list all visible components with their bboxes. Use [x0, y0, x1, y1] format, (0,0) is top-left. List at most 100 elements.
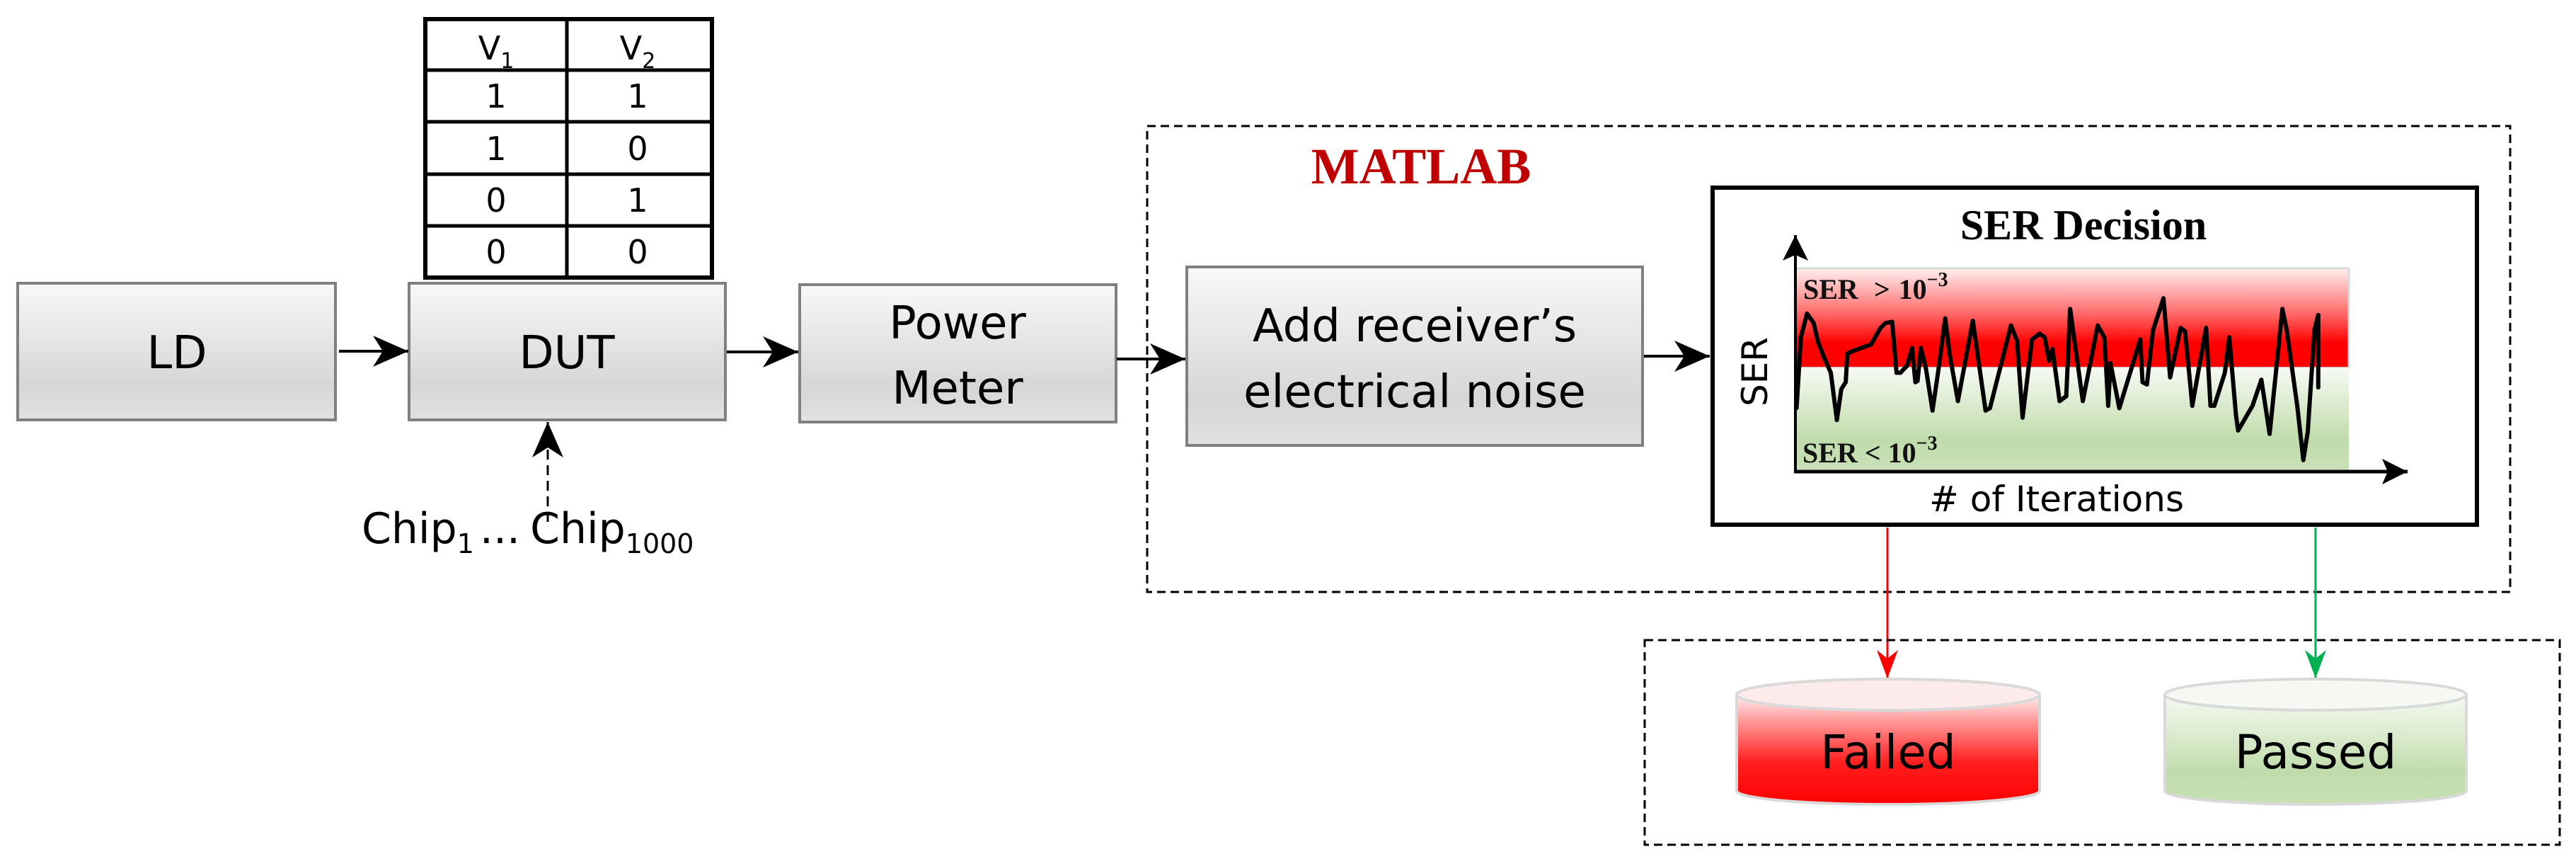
ser-trace-point [2183, 329, 2187, 334]
failed-cylinder-body[interactable] [1735, 695, 2041, 806]
ser-trace-point [1883, 321, 1888, 326]
ser-trace-point [2057, 399, 2062, 404]
passed-cylinder-top [2163, 678, 2468, 712]
ser-trace-point [2015, 338, 2020, 343]
ser-trace-point [2190, 404, 2195, 408]
ser-trace-point [1904, 363, 1909, 368]
noise-box[interactable] [1185, 266, 1644, 447]
passed-label: Passed [2235, 725, 2397, 780]
ser-trace-point [1890, 319, 1894, 324]
table-cell: 0 [485, 181, 506, 220]
dut-label: DUT [519, 327, 615, 380]
ser-decision-panel[interactable]: SER Decision SER>10−3 SER<10−3 SER # of … [1710, 186, 2479, 527]
ser-trace-point [2168, 375, 2173, 380]
ser-trace-point [2106, 404, 2110, 408]
chip-range-label: Chip1...Chip1000 [362, 504, 694, 559]
noise-block[interactable]: Add receiver’s electrical noise [1185, 266, 1644, 447]
ser-trace-point [2222, 370, 2227, 375]
ser-trace-point [1915, 379, 1920, 383]
x-axis-label: # of Iterations [1929, 479, 2184, 520]
ld-label: LD [147, 327, 207, 380]
failed-cylinder-top [1735, 678, 2041, 712]
ser-trace-point [1894, 370, 1899, 375]
ser-trace-point [2050, 346, 2055, 351]
ser-trace-point [1845, 351, 1850, 356]
ser-trace-point [1821, 354, 1826, 359]
ser-trace-point [2064, 394, 2069, 399]
failed-bin[interactable]: Failed [1735, 678, 2041, 806]
ser-lower-band [1795, 368, 2349, 469]
table-header-v1: V1 [478, 29, 514, 74]
ser-trace-point [2204, 326, 2209, 331]
ser-trace-point [2284, 328, 2289, 333]
ser-trace-point [2151, 328, 2156, 333]
ser-trace-point [1844, 380, 1848, 384]
failed-label: Failed [1820, 725, 1956, 780]
ser-trace-point [2301, 457, 2306, 462]
ser-trace-point [2161, 296, 2166, 301]
power-meter-block[interactable]: Power Meter [798, 283, 1117, 423]
power-meter-label-line1: Power [889, 297, 1026, 350]
ser-trace-point [2267, 431, 2272, 436]
ser-trace-point [2030, 337, 2035, 342]
ser-trace-point [1936, 370, 1940, 375]
ld-box[interactable] [16, 282, 337, 421]
ser-trace-point [2233, 413, 2238, 418]
ser-trace-point [2042, 335, 2047, 340]
ser-trace-point [2081, 399, 2086, 404]
ser-trace-point [2037, 331, 2042, 336]
ser-upper-band-label: SER>10−3 [1803, 269, 1948, 305]
ser-trace-point [2144, 382, 2149, 387]
table-header-v2: V2 [620, 29, 656, 74]
ser-trace-point [1829, 370, 1833, 375]
y-axis-label: SER [1735, 337, 1776, 406]
ser-trace-point [1816, 339, 1820, 344]
ser-trace-point [2068, 307, 2073, 312]
ser-trace-point [1983, 408, 1988, 413]
ser-trace-point [2250, 404, 2255, 408]
ser-trace-point [2117, 406, 2122, 411]
ser-trace-point [2316, 312, 2321, 317]
ser-trace-point [2140, 380, 2145, 384]
ser-trace-point [2306, 429, 2310, 434]
ser-trace-point [1798, 335, 1803, 340]
ser-lower-band-label: SER<10−3 [1802, 433, 1938, 469]
table-cell: 1 [627, 77, 648, 115]
ser-trace-point [1898, 370, 1903, 375]
ser-trace-point [2008, 323, 2013, 328]
table-cell: 1 [485, 130, 506, 168]
ser-trace-point [2102, 335, 2107, 340]
ser-trace-point [2227, 335, 2232, 340]
ser-trace-point [1947, 351, 1952, 356]
ser-trace-point [1805, 311, 1810, 316]
output-group-border [1643, 639, 2561, 846]
ser-trace-point [2236, 428, 2241, 433]
dut-block[interactable]: DUT [408, 282, 727, 421]
ser-trace-point [2316, 385, 2321, 390]
ser-trace-point [1878, 326, 1883, 331]
noise-label-line1: Add receiver’s [1253, 300, 1577, 353]
passed-cylinder-body[interactable] [2163, 695, 2468, 806]
truth-table: V1 V2 1 1 1 0 0 1 0 0 [423, 17, 714, 280]
ld-block[interactable]: LD [16, 282, 337, 421]
passed-bin[interactable]: Passed [2163, 678, 2468, 806]
ser-trace-point [2295, 404, 2300, 408]
ser-trace-point [2095, 323, 2100, 328]
ser-trace-point [1909, 346, 1914, 351]
ser-trace-point [1839, 387, 1844, 392]
power-meter-label-line2: Meter [892, 363, 1023, 415]
ser-trace-point [2178, 326, 2183, 331]
table-cell: 1 [485, 77, 506, 115]
ser-trace-point [1869, 342, 1873, 347]
ser-trace-point [2020, 415, 2025, 420]
table-cell: 0 [627, 130, 648, 168]
ser-trace-point [2047, 358, 2052, 363]
dut-box[interactable] [408, 282, 727, 421]
ser-trace-line [1794, 296, 2321, 462]
ser-trace-point [1955, 399, 1960, 404]
ser-trace-point [2138, 337, 2143, 342]
power-meter-box[interactable] [798, 283, 1117, 423]
noise-label-line2: electrical noise [1243, 366, 1586, 418]
ser-trace-point [1811, 321, 1816, 326]
ser-trace-point [2259, 377, 2264, 382]
